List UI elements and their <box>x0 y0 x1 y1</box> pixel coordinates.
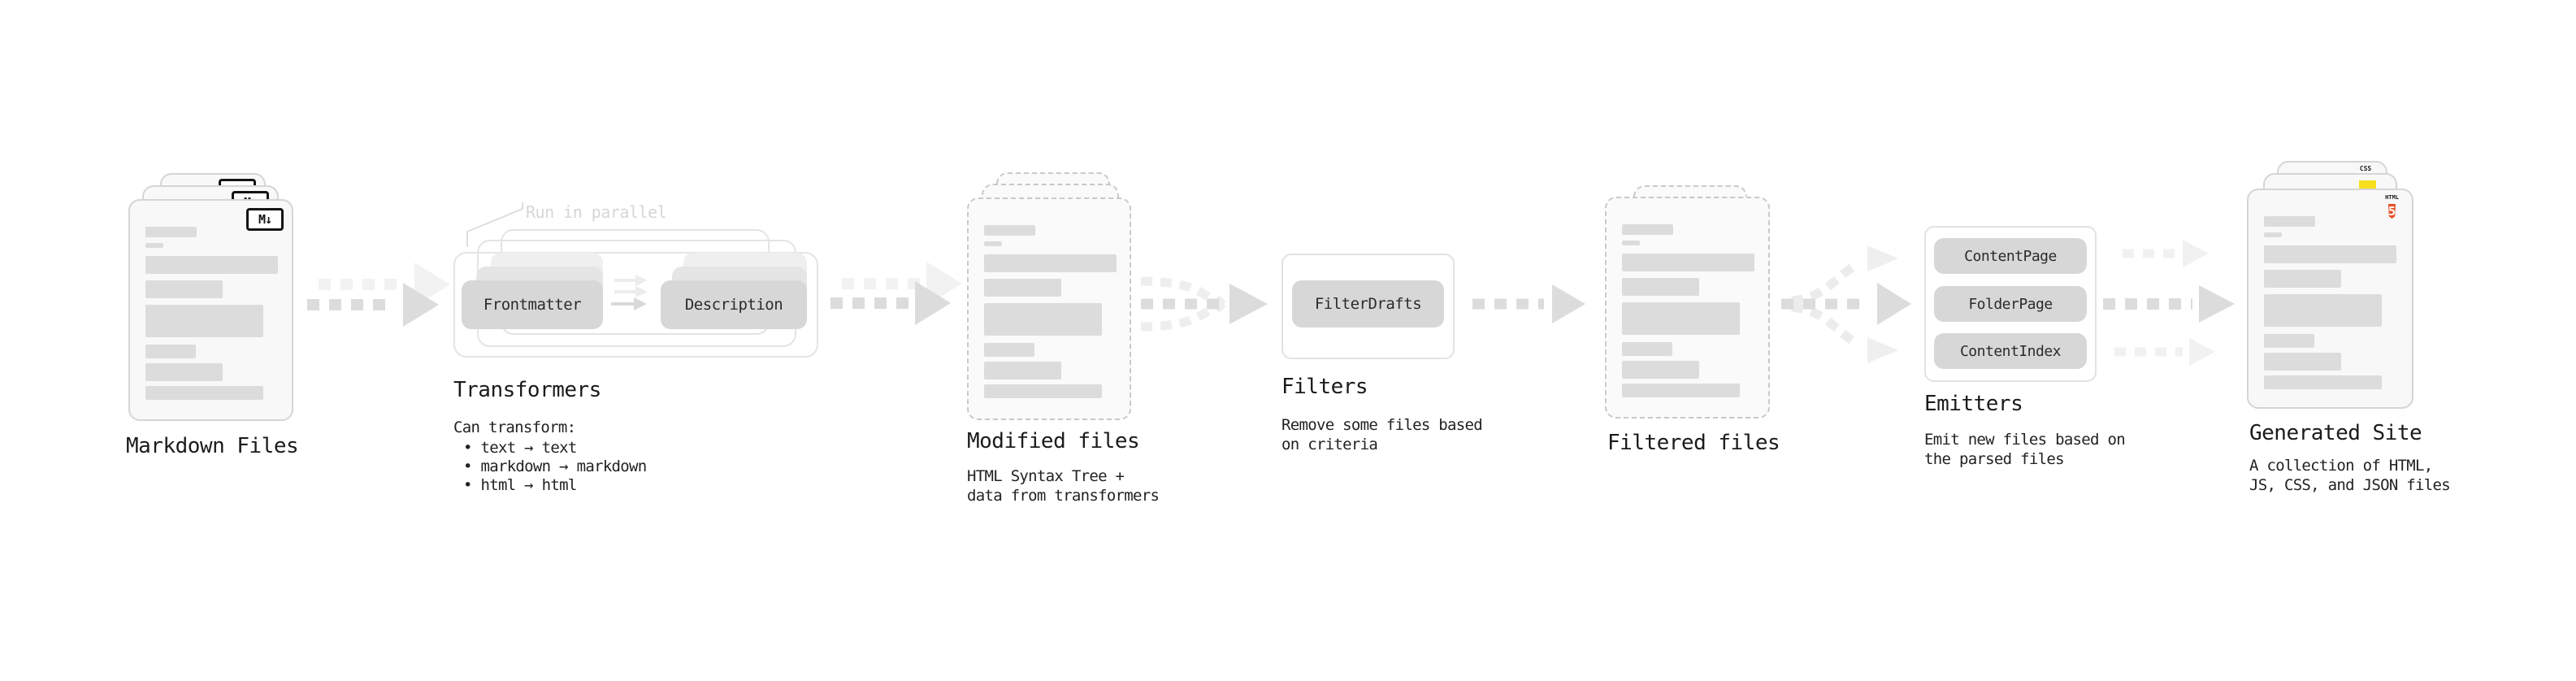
emitters-description: Emit new files based on <box>1924 431 2126 449</box>
filtered-file-card-front <box>1605 197 1770 419</box>
placeholder-text-bar <box>145 345 196 358</box>
modified-files-description: data from transformers <box>967 487 1160 505</box>
placeholder-text-bar <box>1622 278 1699 296</box>
frontmatter-node: Frontmatter <box>462 280 603 329</box>
contentpage-node: ContentPage <box>1934 238 2087 274</box>
placeholder-text-bar <box>984 254 1117 272</box>
generated-html-card: HTML 5 <box>2247 189 2413 409</box>
filters-title: Filters <box>1281 375 1368 399</box>
markdown-file-card-front: M↓ <box>128 199 293 421</box>
transformers-title: Transformers <box>453 378 601 402</box>
placeholder-text-bar <box>2264 334 2314 348</box>
filters-description: Remove some files based <box>1281 416 1483 434</box>
placeholder-text-bar <box>1622 342 1672 356</box>
placeholder-text-bar <box>1622 224 1673 235</box>
arrow-emitters-to-generated <box>2103 240 2235 366</box>
placeholder-text-bar <box>984 384 1102 398</box>
placeholder-text-bar <box>2264 353 2341 371</box>
placeholder-text-bar <box>984 241 1002 246</box>
generated-site-description: A collection of HTML, <box>2249 457 2433 475</box>
filters-description: on criteria <box>1281 436 1378 453</box>
placeholder-text-bar <box>984 362 1061 380</box>
placeholder-text-bar <box>1622 254 1754 271</box>
generated-site-description: JS, CSS, and JSON files <box>2249 476 2451 494</box>
placeholder-text-bar <box>145 227 197 237</box>
transformers-frame-front <box>453 252 818 358</box>
arrow-modified-to-filters <box>1140 276 1268 332</box>
transformers-bullet: • markdown → markdown <box>463 458 647 475</box>
js-icon <box>2359 180 2376 189</box>
modified-files-title: Modified files <box>967 429 1140 453</box>
placeholder-text-bar <box>145 386 263 400</box>
placeholder-text-bar <box>1622 361 1699 379</box>
transformers-bullet: • html → html <box>463 476 577 494</box>
filterdrafts-node: FilterDrafts <box>1292 280 1444 327</box>
placeholder-text-bar <box>145 243 163 248</box>
placeholder-text-bar <box>984 343 1034 357</box>
transformers-description: Can transform: <box>453 419 576 436</box>
html5-icon: HTML 5 <box>2385 194 2399 219</box>
placeholder-text-bar <box>2264 270 2341 288</box>
placeholder-text-bar <box>984 279 1061 297</box>
folderpage-node: FolderPage <box>1934 286 2087 322</box>
placeholder-text-bar <box>2264 232 2282 237</box>
placeholder-text-bar <box>2264 245 2396 263</box>
arrow-filters-to-filtered <box>1472 284 1585 323</box>
contentindex-node: ContentIndex <box>1934 333 2087 369</box>
placeholder-text-bar <box>145 256 278 274</box>
placeholder-text-bar <box>1622 302 1740 335</box>
placeholder-text-bar <box>145 363 223 381</box>
generated-site-title: Generated Site <box>2249 421 2422 445</box>
arrow-filtered-to-emitters <box>1781 245 1911 363</box>
filtered-files-title: Filtered files <box>1607 431 1780 455</box>
placeholder-text-bar <box>984 303 1102 336</box>
markdown-icon: M↓ <box>246 208 284 231</box>
transformers-bullet: • text → text <box>463 439 577 457</box>
arrow-transformers-to-modified <box>830 262 962 325</box>
arrow-markdown-to-transformers <box>307 262 450 327</box>
emitters-description: the parsed files <box>1924 450 2065 468</box>
modified-file-card-front <box>967 197 1131 420</box>
placeholder-text-bar <box>2264 216 2315 227</box>
emitters-title: Emitters <box>1924 392 2023 416</box>
run-in-parallel-note: Run in parallel <box>526 202 667 222</box>
placeholder-text-bar <box>984 225 1035 236</box>
placeholder-text-bar <box>145 280 223 298</box>
placeholder-text-bar <box>2264 294 2382 327</box>
placeholder-text-bar <box>2264 375 2382 389</box>
placeholder-text-bar <box>145 305 263 337</box>
placeholder-text-bar <box>1622 384 1740 397</box>
markdown-files-title: Markdown Files <box>126 434 299 458</box>
modified-files-description: HTML Syntax Tree + <box>967 467 1125 485</box>
description-node: Description <box>661 280 807 329</box>
placeholder-text-bar <box>1622 241 1640 245</box>
